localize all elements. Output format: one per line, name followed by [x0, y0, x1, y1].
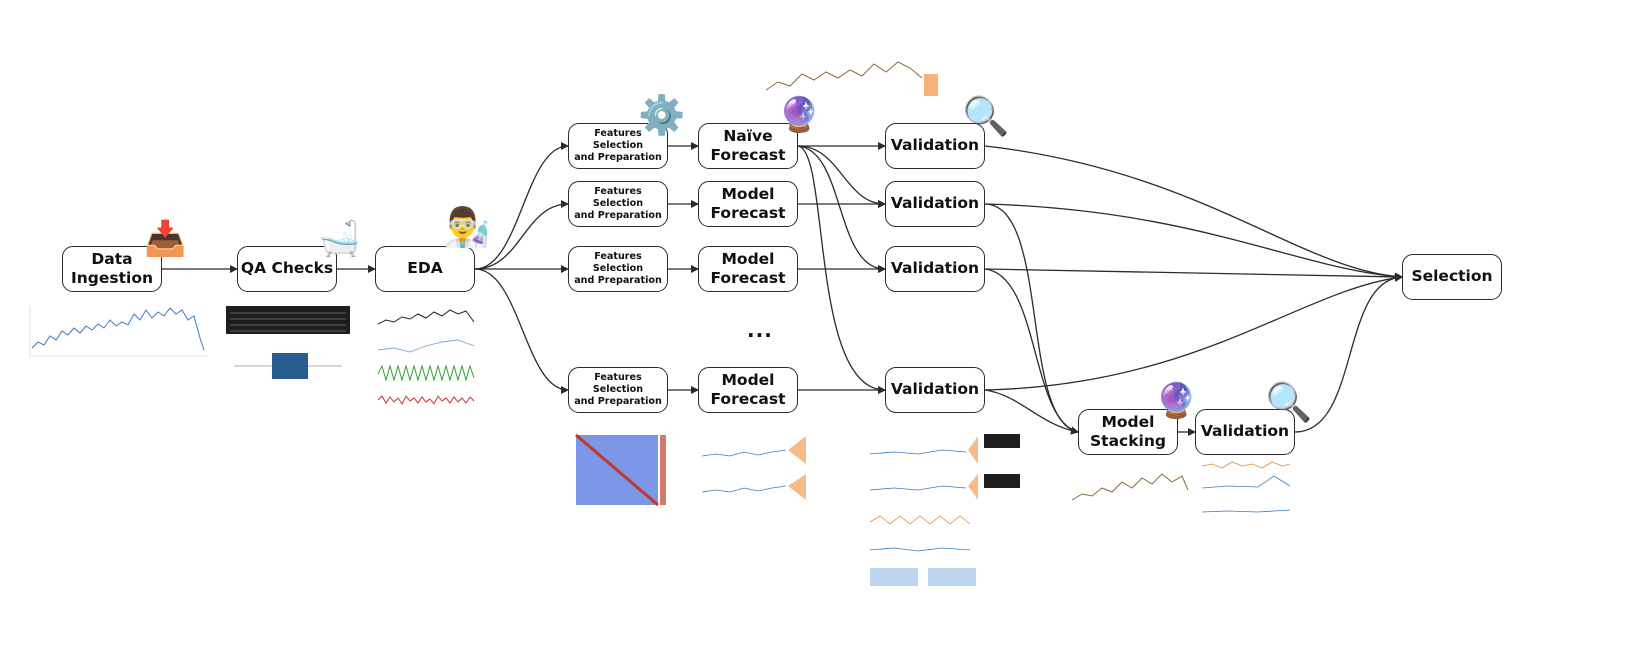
data-ingestion-label: Data Ingestion — [70, 249, 154, 287]
validation-label: Validation — [890, 259, 980, 278]
ingestion-timeseries-thumbnail — [18, 298, 213, 366]
stacking-validation-node[interactable]: Validation — [1195, 409, 1295, 455]
data-ingestion-node[interactable]: Data Ingestion — [62, 246, 162, 292]
features-selection-label: Features Selection and Preparation — [574, 128, 662, 163]
qa-checks-node[interactable]: QA Checks — [237, 246, 337, 292]
model-stacking-label: Model Stacking — [1090, 412, 1166, 450]
validation-to-selection-arrow — [984, 203, 1403, 281]
model-forecast-node[interactable]: Model Forecast — [698, 367, 798, 413]
model-forecast-node[interactable]: Model Forecast — [698, 246, 798, 292]
eda-to-features-arrow — [474, 268, 569, 394]
validation-to-stacking-arrow — [984, 268, 1079, 435]
eda-trend-line — [377, 309, 475, 325]
features-selection-node[interactable]: Features Selection and Preparation — [568, 246, 668, 292]
naive-forecast-label: Naïve Forecast — [710, 126, 786, 164]
features-selection-label: Features Selection and Preparation — [574, 186, 662, 221]
eda-level-line — [377, 339, 475, 353]
crystal-ball-icon: 🔮 — [1155, 381, 1198, 421]
scientist-icon: 👨‍🔬 — [443, 205, 491, 249]
naive-to-validation-arrow — [797, 145, 886, 394]
validation-label: Validation — [890, 136, 980, 155]
validation-node[interactable]: Validation — [885, 246, 985, 292]
validation-label: Validation — [890, 380, 980, 399]
model-forecast-node[interactable]: Model Forecast — [698, 181, 798, 227]
magnifier-icon: 🔍 — [1265, 380, 1313, 424]
validation-to-stacking-arrow — [984, 389, 1079, 435]
selection-node[interactable]: Selection — [1402, 254, 1502, 300]
naive-forecast-node[interactable]: Naïve Forecast — [698, 123, 798, 169]
eda-to-features-arrow — [474, 200, 569, 270]
features-selection-label: Features Selection and Preparation — [574, 251, 662, 286]
eda-plots-thumbnail — [374, 302, 478, 414]
eda-node[interactable]: EDA — [375, 246, 475, 292]
gear-icon: ⚙️ — [638, 93, 686, 137]
qa-checks-label: QA Checks — [240, 259, 334, 278]
features-selection-node[interactable]: Features Selection and Preparation — [568, 367, 668, 413]
stacking-validation-label: Validation — [1200, 422, 1290, 441]
qa-table-thumbnail — [226, 306, 350, 334]
validation-node[interactable]: Validation — [885, 123, 985, 169]
eda-to-features-arrow — [474, 142, 569, 270]
naive-to-validation-arrow — [797, 145, 886, 273]
features-selection-node[interactable]: Features Selection and Preparation — [568, 181, 668, 227]
validation-to-selection-arrow — [984, 145, 1403, 281]
correlation-heatmap-thumbnail — [572, 433, 668, 509]
ingestion-series-line — [31, 307, 205, 351]
forecast-plots-thumbnail — [696, 430, 810, 510]
eda-seasonal-line — [377, 364, 475, 382]
stacking-plot-thumbnail — [1068, 460, 1192, 512]
inbox-icon: 📥 — [144, 219, 187, 259]
naive-forecast-plot-thumbnail — [756, 48, 946, 108]
validation-to-selection-arrow — [984, 273, 1403, 391]
model-forecast-label: Model Forecast — [710, 184, 786, 222]
model-forecast-label: Model Forecast — [710, 249, 786, 287]
validation-label: Validation — [890, 194, 980, 213]
features-selection-label: Features Selection and Preparation — [574, 372, 662, 407]
eda-residual-line — [377, 395, 475, 405]
validation-node[interactable]: Validation — [885, 367, 985, 413]
naive-to-validation-arrow — [797, 145, 886, 208]
model-stacking-node[interactable]: Model Stacking — [1078, 409, 1178, 455]
bathtub-icon: 🛁 — [318, 219, 361, 259]
stacking-validation-plots-thumbnail — [1198, 456, 1294, 520]
features-selection-node[interactable]: Features Selection and Preparation — [568, 123, 668, 169]
more-models-ellipsis: ... — [747, 318, 773, 342]
eda-label: EDA — [407, 259, 443, 278]
validation-to-selection-arrow — [984, 268, 1403, 281]
model-forecast-label: Model Forecast — [710, 370, 786, 408]
qa-boxplot-thumbnail — [228, 346, 348, 386]
validation-to-stacking-arrow — [984, 203, 1079, 435]
heatmap-diagonal — [575, 433, 659, 507]
stacking-validation-to-selection-arrow — [1294, 273, 1403, 433]
magnifier-icon: 🔍 — [962, 94, 1010, 138]
validation-plots-thumbnail — [864, 430, 1024, 590]
crystal-ball-icon: 🔮 — [778, 95, 821, 135]
validation-node[interactable]: Validation — [885, 181, 985, 227]
selection-label: Selection — [1411, 267, 1493, 286]
